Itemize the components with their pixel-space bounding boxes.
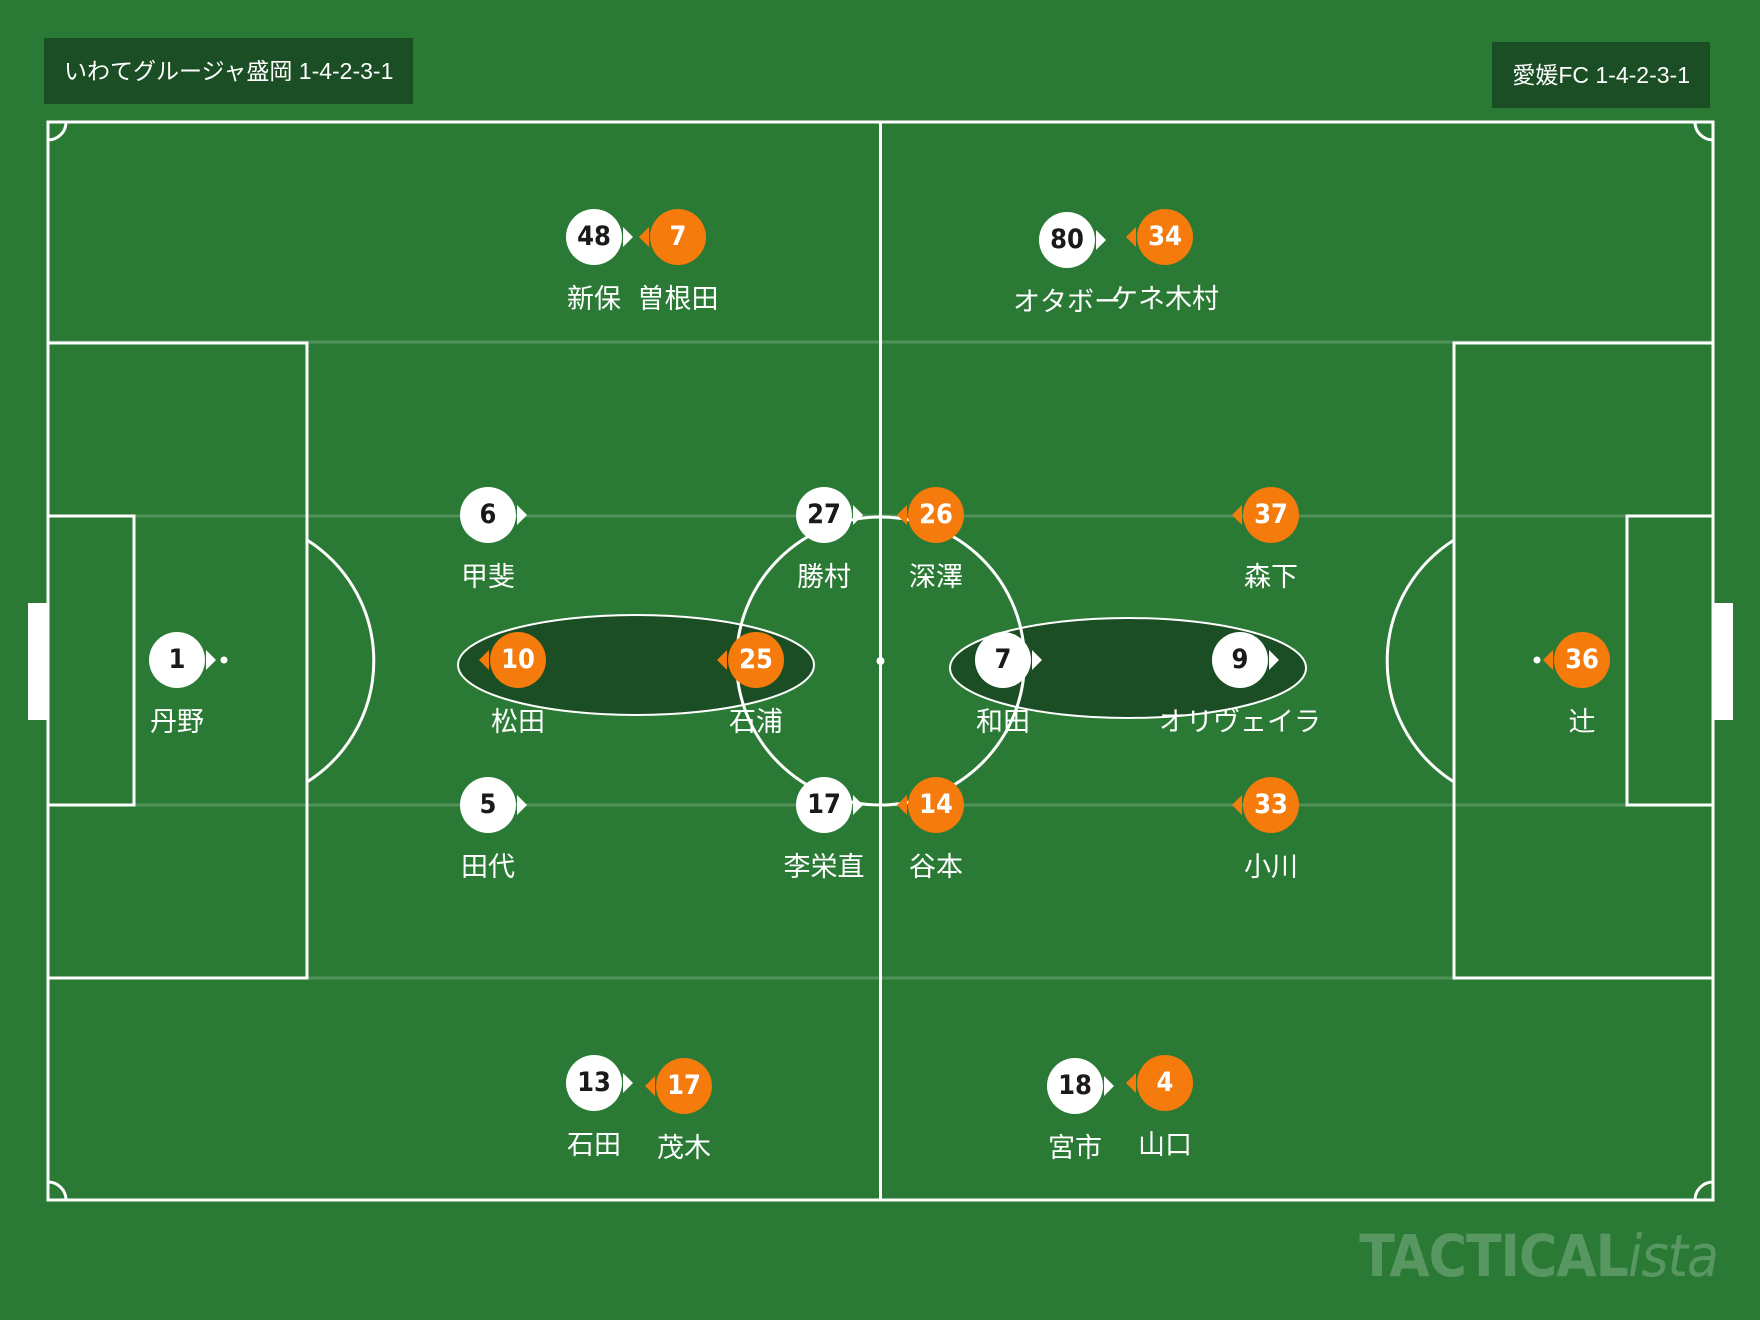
direction-arrow-icon: [1032, 650, 1042, 670]
player-number-badge: 1: [149, 632, 205, 688]
direction-arrow-icon: [853, 795, 863, 815]
player-number-badge: 13: [566, 1055, 622, 1111]
player-number-badge: 10: [490, 632, 546, 688]
player-number-badge: 34: [1137, 209, 1193, 265]
player-number-badge: 37: [1243, 487, 1299, 543]
direction-arrow-icon: [1096, 230, 1106, 250]
player-number-badge: 27: [796, 487, 852, 543]
direction-arrow-icon: [517, 505, 527, 525]
player-name: 曽根田: [637, 284, 719, 314]
player-number-badge: 5: [460, 777, 516, 833]
player-name: 宮市: [1048, 1133, 1102, 1163]
player-number-badge: 4: [1137, 1055, 1193, 1111]
player-name: 新保: [567, 284, 621, 314]
right-goal: [1713, 603, 1733, 720]
direction-arrow-icon: [1104, 1076, 1114, 1096]
player-name: 深澤: [909, 562, 963, 592]
direction-arrow-icon: [897, 795, 907, 815]
player-name: 茂木: [657, 1133, 711, 1163]
player-number-badge: 36: [1554, 632, 1610, 688]
player-number-badge: 17: [796, 777, 852, 833]
player-number-badge: 6: [460, 487, 516, 543]
player-name: 辻: [1568, 707, 1596, 737]
player-number-badge: 25: [728, 632, 784, 688]
player-name: 小川: [1244, 852, 1298, 882]
player-number-badge: 26: [908, 487, 964, 543]
player-number-badge: 80: [1039, 212, 1095, 268]
direction-arrow-icon: [623, 1073, 633, 1093]
direction-arrow-icon: [1232, 795, 1242, 815]
player-number-badge: 9: [1212, 632, 1268, 688]
direction-arrow-icon: [853, 505, 863, 525]
direction-arrow-icon: [1543, 650, 1553, 670]
home-team-label: いわてグルージャ盛岡 1-4-2-3-1: [44, 38, 414, 104]
direction-arrow-icon: [897, 505, 907, 525]
player-name: 山口: [1138, 1130, 1192, 1160]
direction-arrow-icon: [1232, 505, 1242, 525]
direction-arrow-icon: [623, 227, 633, 247]
player-name: 谷本: [909, 852, 963, 882]
player-number-badge: 7: [975, 632, 1031, 688]
player-name: 李栄直: [783, 852, 865, 882]
pitch-marks: [28, 603, 1733, 720]
watermark-italic: ista: [1627, 1222, 1719, 1290]
watermark: TACTICALista: [1359, 1222, 1719, 1290]
player-name: ケネ木村: [1111, 284, 1219, 314]
player-name: オリヴェイラ: [1159, 707, 1321, 737]
player-name: 石浦: [729, 707, 783, 737]
direction-arrow-icon: [717, 650, 727, 670]
player-name: 石田: [567, 1130, 621, 1160]
highlight-zone-left: [457, 614, 815, 716]
player-name: オタボー: [1013, 287, 1121, 317]
left-goal: [28, 603, 48, 720]
player-number-badge: 48: [566, 209, 622, 265]
player-number-badge: 18: [1047, 1058, 1103, 1114]
watermark-main: TACTICAL: [1359, 1222, 1629, 1290]
player-number-badge: 17: [656, 1058, 712, 1114]
player-name: 勝村: [797, 562, 851, 592]
away-team-label: 愛媛FC 1-4-2-3-1: [1492, 42, 1710, 108]
direction-arrow-icon: [206, 650, 216, 670]
player-number-badge: 14: [908, 777, 964, 833]
player-name: 丹野: [150, 707, 204, 737]
direction-arrow-icon: [645, 1076, 655, 1096]
player-number-badge: 33: [1243, 777, 1299, 833]
player-number-badge: 7: [650, 209, 706, 265]
direction-arrow-icon: [1269, 650, 1279, 670]
direction-arrow-icon: [479, 650, 489, 670]
player-name: 和田: [976, 707, 1030, 737]
player-name: 田代: [461, 852, 515, 882]
player-name: 森下: [1244, 562, 1298, 592]
direction-arrow-icon: [1126, 1073, 1136, 1093]
direction-arrow-icon: [517, 795, 527, 815]
player-name: 松田: [491, 707, 545, 737]
player-name: 甲斐: [461, 562, 515, 592]
direction-arrow-icon: [639, 227, 649, 247]
direction-arrow-icon: [1126, 227, 1136, 247]
